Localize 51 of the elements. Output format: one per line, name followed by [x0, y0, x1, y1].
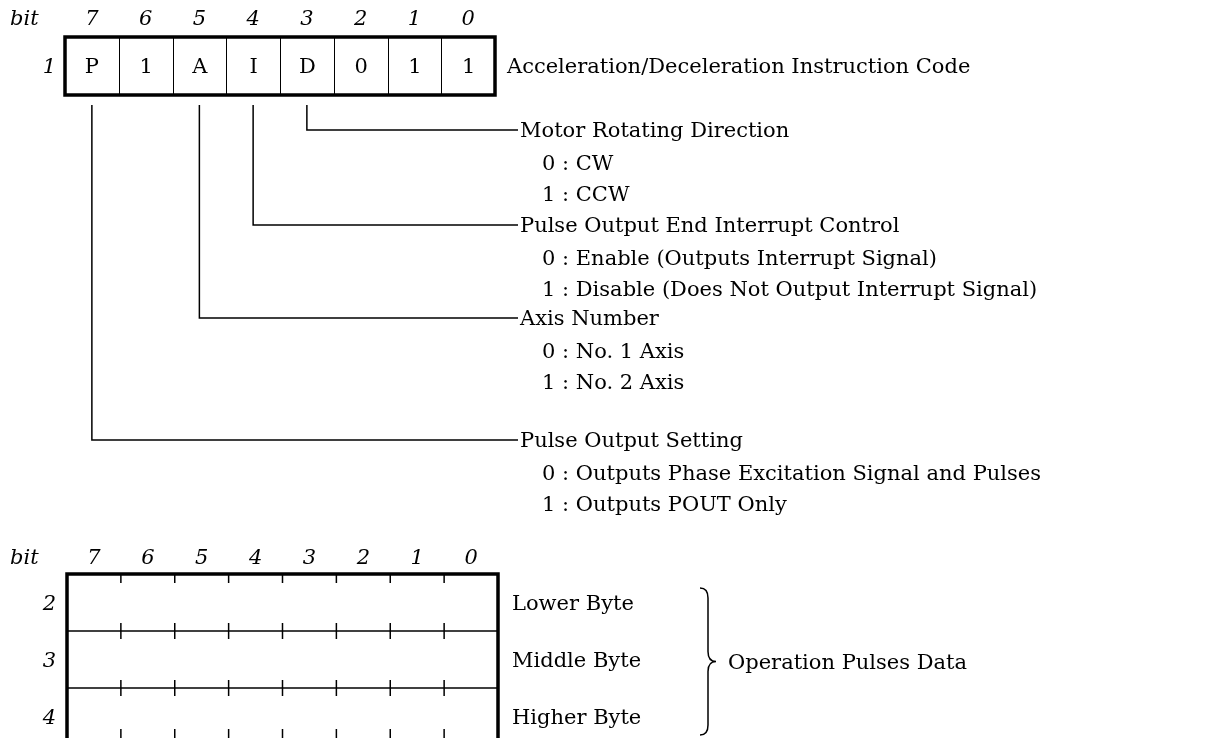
bit-number: 7 — [85, 6, 99, 30]
bit-number: 6 — [138, 6, 153, 30]
bit-number: 4 — [248, 545, 263, 569]
leader-line — [198, 104, 519, 319]
byte-number: 2 — [42, 590, 56, 615]
byte-name: Middle Byte — [512, 647, 642, 672]
option-text: 1 : Outputs POUT Only — [542, 492, 787, 516]
bit-number: 0 — [461, 6, 475, 30]
field-name: Motor Rotating Direction — [520, 118, 790, 142]
leader-line — [91, 104, 519, 441]
byte-number: 3 — [42, 647, 56, 672]
bit-field: 1 — [118, 37, 173, 95]
option-text: 1 : CCW — [542, 182, 630, 206]
bit-number: 5 — [195, 545, 209, 569]
bit-number: 4 — [246, 6, 260, 30]
bit-number: 2 — [356, 545, 370, 569]
field-name: Axis Number — [520, 306, 659, 330]
field-name: Pulse Output Setting — [520, 428, 743, 452]
bit-number: 7 — [87, 545, 101, 569]
leader-line — [252, 104, 519, 226]
bit-field: D — [280, 37, 334, 95]
bit-header: bit — [10, 6, 39, 30]
bit-field: 1 — [387, 37, 442, 95]
leader-line — [306, 104, 519, 131]
option-text: 0 : No. 1 Axis — [542, 339, 685, 363]
bit-field: 0 — [333, 37, 388, 95]
option-text: 0 : CW — [542, 151, 614, 175]
bit-number: 1 — [410, 545, 424, 569]
bit-field: A — [172, 37, 227, 95]
option-text: 0 : Enable (Outputs Interrupt Signal) — [542, 246, 937, 270]
option-text: 1 : No. 2 Axis — [542, 370, 685, 394]
option-text: 1 : Disable (Does Not Output Interrupt Signal) — [542, 277, 1038, 301]
register-name: Acceleration/Deceleration Instruction Code — [507, 54, 971, 78]
byte-name: Lower Byte — [512, 590, 634, 615]
bit-number: 3 — [300, 6, 314, 30]
field-name: Pulse Output End Interrupt Control — [520, 213, 900, 237]
bit-number: 3 — [302, 545, 317, 569]
bit-field: P — [65, 37, 119, 95]
bit-number: 2 — [353, 6, 368, 30]
option-text: 0 : Outputs Phase Excitation Signal and Pulses — [542, 461, 1041, 485]
bit-number: 6 — [141, 545, 155, 569]
bit-number: 1 — [407, 6, 422, 30]
bit-number: 5 — [192, 6, 207, 30]
byte-number: 1 — [42, 54, 56, 78]
byte-number: 4 — [42, 704, 56, 729]
bit-field: I — [226, 37, 280, 95]
byte-name: Higher Byte — [512, 704, 642, 729]
data-name: Operation Pulses Data — [728, 649, 967, 674]
bit-header: bit — [10, 545, 39, 569]
bit-field: 1 — [441, 37, 495, 95]
bit-number: 0 — [464, 545, 478, 569]
